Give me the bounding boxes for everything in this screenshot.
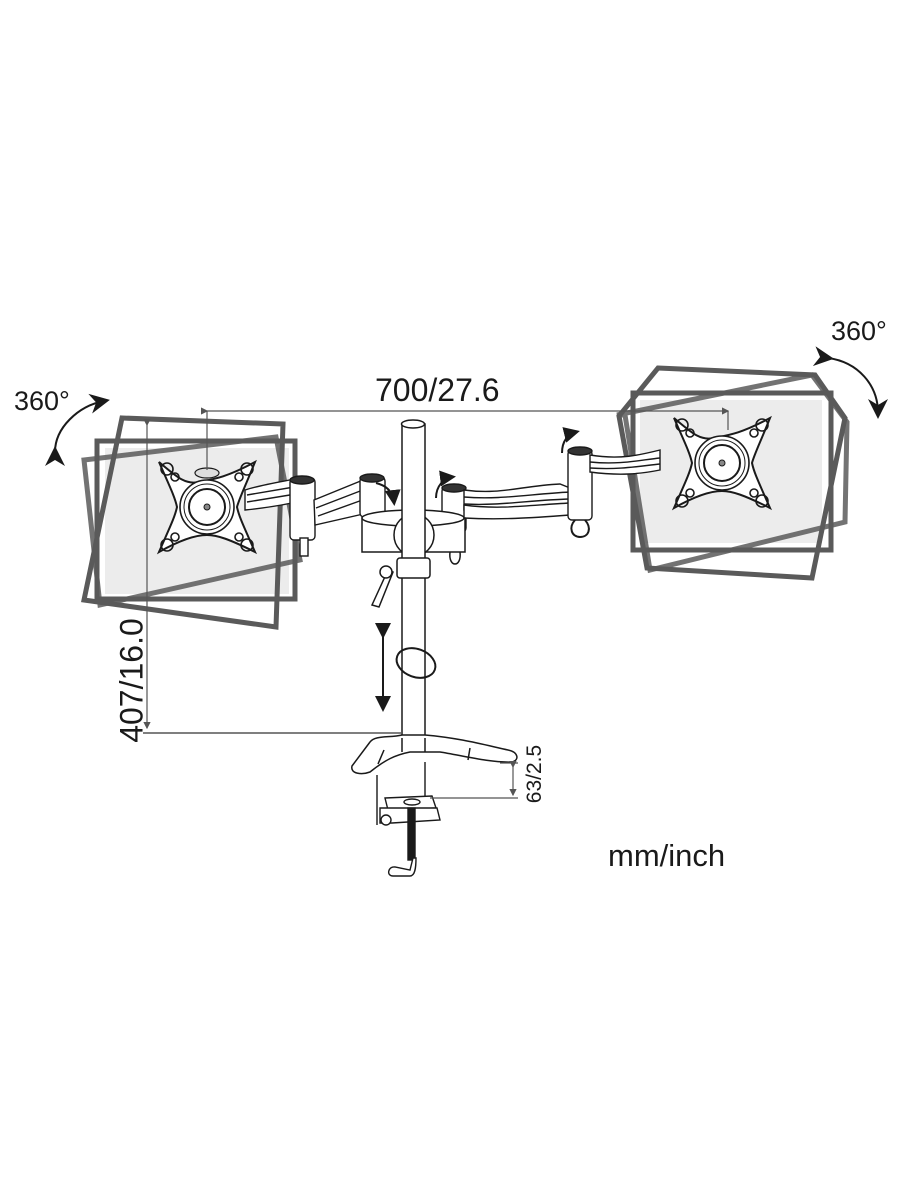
rotation-arrow-left-icon bbox=[44, 393, 110, 467]
height-adjust-indicator bbox=[375, 623, 437, 712]
pole-assembly bbox=[361, 419, 466, 741]
units-label: mm/inch bbox=[608, 838, 726, 873]
pole-collar bbox=[396, 557, 431, 579]
base bbox=[351, 734, 518, 775]
dimension-lines bbox=[143, 407, 730, 799]
right-rotation-label: 360° bbox=[831, 316, 887, 346]
left-rotation-label: 360° bbox=[14, 386, 70, 416]
left-arm bbox=[244, 473, 401, 557]
left-monitor bbox=[81, 415, 303, 630]
desk-clamp bbox=[376, 762, 441, 877]
clamp-thickness-dimension-label: 63/2.5 bbox=[523, 744, 546, 804]
rotation-arrow-right-icon bbox=[812, 346, 888, 419]
height-lock-lever bbox=[370, 565, 394, 608]
clamp-screw-handle bbox=[388, 857, 417, 877]
pole bbox=[401, 423, 426, 741]
arm-span-dimension-label: 700/27.6 bbox=[375, 372, 500, 408]
right-frame-rotated-ccw bbox=[616, 372, 850, 574]
pole-height-dimension-label: 407/16.0 bbox=[113, 618, 150, 743]
right-monitor bbox=[616, 365, 850, 581]
clamp-screw bbox=[407, 807, 416, 861]
